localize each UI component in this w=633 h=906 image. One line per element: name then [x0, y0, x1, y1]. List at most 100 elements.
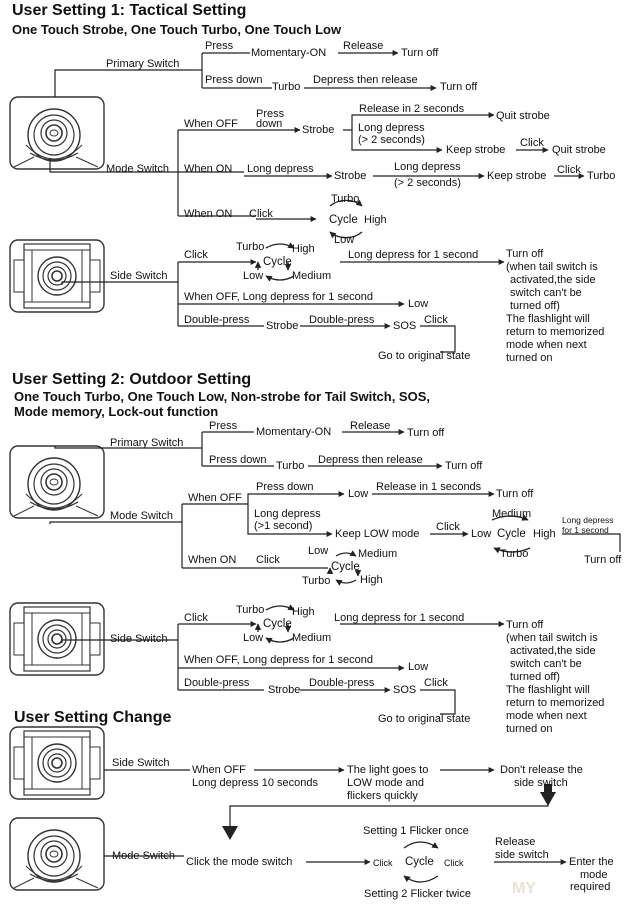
s1-turbo-1: Turbo — [272, 81, 301, 93]
s2-side-low: Low — [243, 632, 264, 644]
s1-cycle-turbo: Turbo — [331, 193, 360, 205]
s2-subtitle-2: Mode memory, Lock-out function — [14, 404, 219, 419]
s2-on-medium: Medium — [358, 548, 398, 560]
s2-title: User Setting 2: Outdoor Setting — [12, 371, 252, 388]
s1-press-down-label: Press down — [205, 74, 263, 86]
s2-click-1: Click — [436, 521, 460, 533]
s1-turbo-2: Turbo — [587, 170, 616, 182]
s2-cyc-turbo: Turbo — [500, 548, 529, 560]
s2-cyc-medium: Medium — [492, 508, 532, 520]
connector-lines — [49, 50, 621, 865]
s2-note-l3: activated,the side — [510, 645, 596, 657]
s1-when-on-1: When ON — [184, 163, 233, 175]
s2-turn-off-3: Turn off — [496, 488, 534, 500]
s3-when-off: When OFF — [192, 764, 246, 776]
s1-double-press-2: Double-press — [309, 314, 375, 326]
s2-strobe: Strobe — [268, 684, 301, 696]
s1-sos: SOS — [393, 320, 417, 332]
s1-side-medium: Medium — [292, 270, 332, 282]
s2-cyc-low: Low — [471, 528, 492, 540]
s3-mode-switch-label: Mode Switch — [112, 850, 175, 862]
s2-on-low: Low — [308, 545, 329, 557]
s1-strobe-1: Strobe — [302, 124, 335, 136]
s2-turn-off-1: Turn off — [407, 427, 445, 439]
s3-dont-release-l1: Don't release the — [500, 764, 583, 776]
s2-long-depress-1s: Long depress for 1 second — [334, 612, 465, 624]
s1-side-low: Low — [243, 270, 264, 282]
s2-when-off-long-1s: When OFF, Long depress for 1 second — [184, 654, 373, 666]
s3-light-goes-l1: The light goes to — [347, 764, 429, 776]
s1-press-down-2-l2: down — [256, 118, 283, 130]
s1-note-l7: return to memorized — [506, 326, 605, 338]
s2-side-turbo: Turbo — [236, 604, 265, 616]
s1-when-off-long-1s: When OFF, Long depress for 1 second — [184, 291, 373, 303]
s2-when-off: When OFF — [188, 492, 242, 504]
flashlight-side-image-s3 — [9, 726, 105, 800]
s1-go-original: Go to original state — [378, 350, 471, 362]
s3-long-depress-10: Long depress 10 seconds — [192, 777, 318, 789]
s3-click-mode: Click the mode switch — [186, 856, 293, 868]
s2-when-on: When ON — [188, 554, 237, 566]
s2-note-l1: Turn off — [506, 619, 544, 631]
s1-subtitle: One Touch Strobe, One Touch Turbo, One T… — [12, 22, 342, 37]
s3-enter-mode-l2: mode — [580, 869, 608, 881]
s1-long-depress-2-l1: Long depress — [394, 161, 461, 173]
s1-keep-strobe-2: Keep strobe — [487, 170, 547, 182]
s1-momentary-on: Momentary-ON — [251, 47, 327, 59]
s2-mode-switch-label: Mode Switch — [110, 510, 173, 522]
s2-depress-then-release: Depress then release — [318, 454, 423, 466]
s3-setting2-flicker: Setting 2 Flicker twice — [364, 888, 471, 900]
flashlight-head-image-s1 — [9, 96, 105, 170]
s2-long-depress-small-l1: Long depress — [562, 515, 614, 525]
device-images — [9, 96, 105, 891]
s1-double-press: Double-press — [184, 314, 250, 326]
s2-primary-switch-label: Primary Switch — [110, 437, 184, 449]
s1-when-on-2: When ON — [184, 208, 233, 220]
s2-cyc-cycle: Cycle — [497, 528, 526, 540]
s2-side-click: Click — [184, 612, 208, 624]
s2-cyc-high: High — [533, 528, 556, 540]
s1-click-2: Click — [557, 164, 581, 176]
s2-release-label: Release — [350, 420, 391, 432]
s1-click-1: Click — [520, 137, 544, 149]
s2-double-press: Double-press — [184, 677, 250, 689]
s1-cycle-low: Low — [334, 234, 355, 246]
s3-click-right: Click — [444, 858, 464, 868]
s1-strobe-2: Strobe — [334, 170, 367, 182]
s2-long-depress-small-l2: for 1 second — [562, 525, 609, 535]
s1-side-high: High — [292, 243, 315, 255]
s2-release-1s: Release in 1 seconds — [376, 481, 482, 493]
s1-long-depress-2-l2: (> 2 seconds) — [394, 177, 461, 189]
s1-note-l5: turned off) — [510, 300, 560, 312]
s2-note-l2: (when tail switch is — [506, 632, 598, 644]
s2-turn-off-2: Turn off — [445, 460, 483, 472]
s2-side-switch-label: Side Switch — [110, 633, 168, 645]
flashlight-side-image-s2 — [9, 602, 105, 676]
s3-enter-mode-l3: required — [570, 881, 611, 893]
s2-subtitle-1: One Touch Turbo, One Touch Low, Non-stro… — [14, 389, 430, 404]
s3-release-side-l2: side switch — [495, 849, 549, 861]
s2-side-medium: Medium — [292, 632, 332, 644]
s1-primary-switch-label: Primary Switch — [106, 58, 180, 70]
s1-low-2: Low — [408, 298, 429, 310]
s2-turn-off-4: Turn off — [584, 554, 622, 566]
s3-side-switch-label: Side Switch — [112, 757, 170, 769]
s1-note-l3: activated,the side — [510, 274, 596, 286]
s2-note-l8: mode when next — [506, 710, 587, 722]
s1-title: User Setting 1: Tactical Setting — [12, 2, 247, 19]
s2-press-down-2: Press down — [256, 481, 314, 493]
flow-arrows — [222, 784, 556, 840]
s2-press-label: Press — [209, 420, 238, 432]
s1-note-l6: The flashlight will — [506, 313, 590, 325]
s2-keep-low: Keep LOW mode — [335, 528, 420, 540]
s1-note-l2: (when tail switch is — [506, 261, 598, 273]
s3-click-left: Click — [373, 858, 393, 868]
s2-note-l7: return to memorized — [506, 697, 605, 709]
s1-long-depress-gt2-l2: (> 2 seconds) — [358, 134, 425, 146]
s1-side-turbo: Turbo — [236, 241, 265, 253]
s1-keep-strobe-1: Keep strobe — [446, 144, 506, 156]
s1-turn-off-2: Turn off — [440, 81, 478, 93]
s2-on-high: High — [360, 574, 383, 586]
s1-note-l1: Turn off — [506, 248, 544, 260]
